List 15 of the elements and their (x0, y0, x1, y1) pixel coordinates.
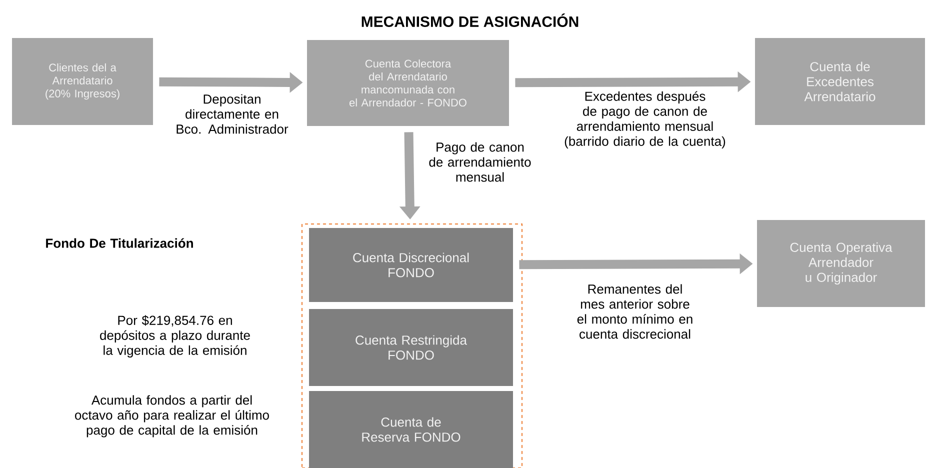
account-box: Cuenta de Reserva FONDO (309, 391, 513, 468)
edge-label: Remanentes del mes anterior sobre el monto mínimo en cuenta discrecional (577, 284, 692, 339)
account-box: Clientes del a Arrendatario (20% Ingresos) (12, 38, 153, 125)
edge-label: Depositan directamente en Bco. Administrador (176, 94, 288, 134)
edge-label: Pago de canon de arrendamiento mensual (429, 142, 531, 182)
account-box: Cuenta Colectora del Arrendatario mancomunada con el Arrendador - FONDO (307, 40, 509, 126)
section-heading: Fondo De Titularización (46, 238, 193, 248)
account-box: Cuenta Restringida FONDO (309, 309, 513, 386)
note-text: Acumula fondos a partir del octavo año para realizar el último pago de capital de la emisión (75, 395, 269, 438)
edge-label: Excedentes después de pago de canon de arrendamiento mensual (barrido diario de la cuenta) (564, 91, 726, 148)
account-box: Cuenta Discrecional FONDO (309, 228, 513, 302)
account-box: Cuenta de Excedentes Arrendatario (755, 38, 925, 125)
note-text: Por $219,854.76 en depósitos a plazo durante la vigencia de la emisión (100, 315, 250, 358)
title: MECANISMO DE ASIGNACIÓN (362, 14, 578, 27)
account-box: Cuenta Operativa Arrendador u Originador (757, 220, 925, 307)
